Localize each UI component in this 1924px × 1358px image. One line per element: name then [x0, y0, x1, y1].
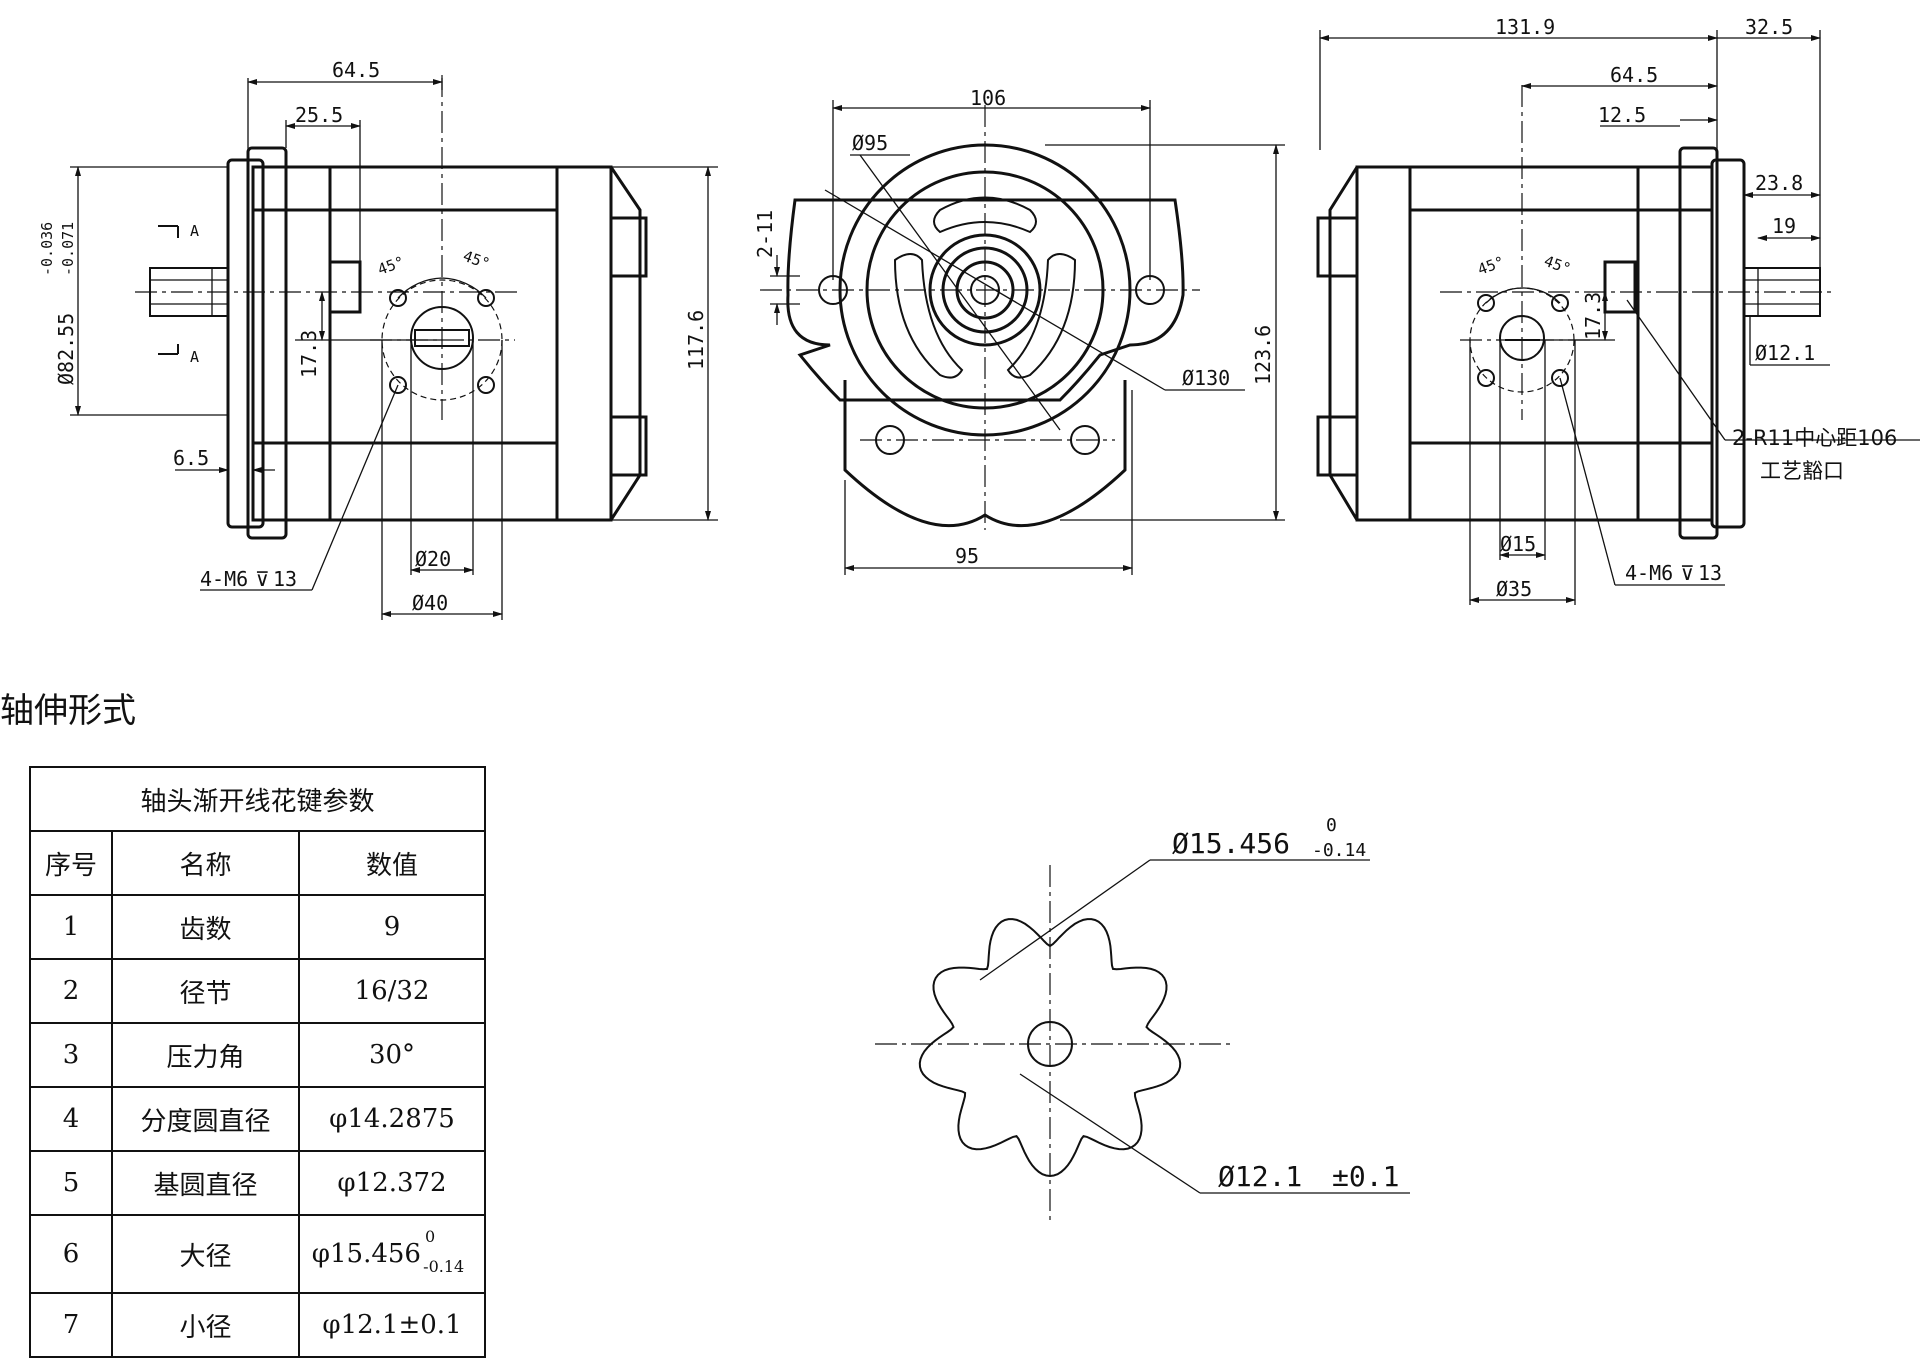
row-value: 16/32 [298, 958, 486, 1024]
row-no: 1 [29, 894, 113, 960]
row-name: 压力角 [111, 1022, 300, 1088]
dim-64-5: 64.5 [332, 58, 380, 82]
row-value-with-tolerance: φ15.4560 -0.14 [298, 1214, 486, 1294]
row-no: 2 [29, 958, 113, 1024]
dim-32-5: 32.5 [1745, 15, 1793, 39]
thread-depth-front: 13 [273, 567, 297, 591]
row-no: 3 [29, 1022, 113, 1088]
row-value: 9 [298, 894, 486, 960]
row-name: 齿数 [111, 894, 300, 960]
major-dia-tol-up: 0 [1326, 815, 1337, 836]
dim-106: 106 [970, 86, 1006, 110]
dim-17-3-front: 17.3 [297, 330, 321, 378]
dim-95-bottom: 95 [955, 544, 979, 568]
rear-view: 131.9 32.5 64.5 12.5 23.8 19 Ø12.1 17.3 … [1316, 15, 1920, 605]
table-header-name: 名称 [111, 830, 300, 896]
minor-dia-tol: ±0.1 [1332, 1160, 1399, 1193]
section-label-a-bottom: A [190, 348, 199, 366]
row-value: φ15.456 [311, 1239, 421, 1269]
table-row: 1 齿数 9 [29, 894, 486, 960]
row-value-tol-low: -0.14 [423, 1257, 465, 1276]
dim-d15: Ø15 [1500, 532, 1536, 556]
side-view: 106 Ø95 2-11 Ø130 123.6 95 [753, 86, 1285, 575]
thread-depth-symbol-rear: ⊽ [1680, 561, 1695, 585]
spline-section: Ø12.1 ±0.1 Ø15.456 0 -0.14 [875, 815, 1410, 1225]
row-value-tol-up: 0 [424, 1227, 436, 1246]
major-dia-label: Ø15.456 [1172, 827, 1290, 860]
dim-2-11: 2-11 [753, 210, 777, 258]
dim-64-5-rear: 64.5 [1610, 63, 1658, 87]
dim-82-55-tol-low: -0.071 [59, 222, 77, 276]
spline-parameters-table: 轴头渐开线花键参数 序号 名称 数值 1 齿数 9 2 径节 16/32 3 压… [29, 766, 486, 1358]
dim-d130: Ø130 [1182, 366, 1230, 390]
thread-depth-symbol-front: ⊽ [255, 567, 270, 591]
note-r11: 2-R11中心距106 [1732, 426, 1897, 450]
angle-45-a-front: 45° [375, 253, 407, 279]
spline-tooth-profile [918, 918, 1182, 1178]
dim-131-9: 131.9 [1495, 15, 1555, 39]
note-process-notch: 工艺豁口 [1760, 459, 1844, 483]
table-row: 4 分度圆直径 φ14.2875 [29, 1086, 486, 1152]
dim-d40: Ø40 [412, 591, 448, 615]
angle-45-a-rear: 45° [1475, 253, 1507, 279]
angle-45-b-front: 45° [461, 247, 493, 273]
major-dia-tol-low: -0.14 [1312, 840, 1366, 861]
row-no: 4 [29, 1086, 113, 1152]
table-header-value: 数值 [298, 830, 486, 896]
dim-82-55: Ø82.55 [54, 313, 78, 385]
row-value: φ14.2875 [298, 1086, 486, 1152]
row-value: 30° [298, 1022, 486, 1088]
dim-d95-top: Ø95 [852, 131, 888, 155]
dim-123-6: 123.6 [1251, 325, 1275, 385]
thread-4-m6-rear: 4-M6 [1625, 561, 1673, 585]
row-name: 径节 [111, 958, 300, 1024]
dim-6-5: 6.5 [173, 446, 209, 470]
row-no: 7 [29, 1292, 113, 1358]
row-no: 5 [29, 1150, 113, 1216]
table-row: 6 大径 φ15.4560 -0.14 [29, 1214, 486, 1294]
dim-d35: Ø35 [1496, 577, 1532, 601]
table-caption: 轴头渐开线花键参数 [29, 766, 486, 832]
table-row: 5 基圆直径 φ12.372 [29, 1150, 486, 1216]
dim-17-3-rear: 17.3 [1581, 292, 1605, 340]
row-name: 大径 [111, 1214, 300, 1294]
dim-12-5: 12.5 [1598, 103, 1646, 127]
table-header-no: 序号 [29, 830, 113, 896]
dim-d20: Ø20 [415, 547, 451, 571]
section-title: 轴伸形式 [0, 691, 136, 731]
dim-117-6: 117.6 [684, 310, 708, 370]
table-row: 3 压力角 30° [29, 1022, 486, 1088]
row-value: φ12.372 [298, 1150, 486, 1216]
thread-4-m6-front: 4-M6 [200, 567, 248, 591]
dim-25-5: 25.5 [295, 103, 343, 127]
row-value: φ12.1±0.1 [298, 1292, 486, 1358]
table-row: 2 径节 16/32 [29, 958, 486, 1024]
dim-d12-1: Ø12.1 [1755, 341, 1815, 365]
row-no: 6 [29, 1214, 113, 1294]
table-row: 7 小径 φ12.1±0.1 [29, 1292, 486, 1358]
dim-82-55-tol-up: -0.036 [38, 222, 56, 276]
row-name: 基圆直径 [111, 1150, 300, 1216]
dim-23-8: 23.8 [1755, 171, 1803, 195]
front-view: A A 64.5 25.5 117.6 Ø82.55 -0.036 -0.071… [38, 58, 718, 620]
row-name: 分度圆直径 [111, 1086, 300, 1152]
row-name: 小径 [111, 1292, 300, 1358]
angle-45-b-rear: 45° [1542, 252, 1574, 278]
dim-19: 19 [1772, 214, 1796, 238]
section-label-a-top: A [190, 222, 199, 240]
minor-dia-label: Ø12.1 [1218, 1160, 1302, 1193]
thread-depth-rear: 13 [1698, 561, 1722, 585]
